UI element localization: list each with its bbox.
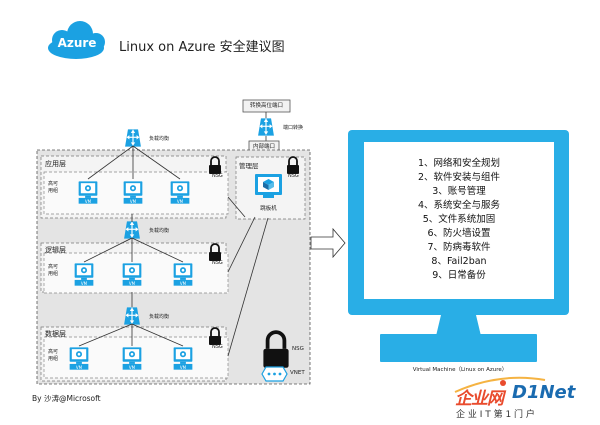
- checklist-item: 9、日常备份: [432, 270, 486, 281]
- azure-logo-icon: [48, 21, 105, 59]
- logic-nsg-label: NSG: [212, 260, 223, 266]
- app-lb-icon: [124, 128, 142, 148]
- lb-label: 负载均衡: [149, 136, 170, 142]
- management-tier-label: 管理层: [239, 162, 259, 170]
- monitor-icon: [348, 130, 569, 362]
- vm-label: VM: [80, 281, 88, 286]
- checklist-item: 7、防病毒软件: [427, 242, 491, 253]
- jumpbox-icon: [255, 174, 282, 198]
- watermark-brand-cn: 企业网: [455, 389, 504, 409]
- arrow-icon: [310, 227, 346, 259]
- internal-port-label: 内部端口: [252, 144, 275, 150]
- bottom-nsg-label: NSG: [292, 346, 304, 352]
- data-tier-label: 数据层: [45, 330, 66, 338]
- logic-ha-label: 高可用组: [48, 264, 59, 277]
- app-nsg-label: NSG: [212, 173, 223, 179]
- lb-label: 负载均衡: [149, 228, 170, 234]
- port-convert-label: 端口转换: [283, 125, 304, 131]
- vnet-label: VNET: [290, 370, 305, 376]
- checklist-item: 4、系统安全与服务: [417, 200, 501, 211]
- vm-label: VM: [84, 199, 92, 204]
- azure-logo-text: Azure: [57, 36, 97, 50]
- checklist-item: 3、账号管理: [432, 186, 486, 197]
- author-credit: By 沙涛@Microsoft: [32, 394, 101, 403]
- logic-tier-label: 逻辑层: [45, 246, 66, 254]
- vm-label: VM: [128, 365, 136, 370]
- watermark-brand-en: D1Net: [512, 382, 576, 403]
- app-tier-label: 应用层: [45, 160, 66, 168]
- monitor-caption: Virtual Machine（Linux on Azure）: [412, 367, 508, 373]
- checklist-item: 8、Fail2ban: [431, 256, 487, 267]
- vm-label: VM: [179, 281, 187, 286]
- high-port-box: [242, 99, 291, 113]
- management-nsg-label: NSG: [288, 173, 299, 179]
- vm-label: VM: [75, 365, 83, 370]
- vm-label: VM: [176, 199, 184, 204]
- vm-label: VM: [179, 365, 187, 370]
- app-ha-label: 高可用组: [48, 181, 59, 194]
- watermark-logo: [454, 376, 546, 393]
- checklist-item: 5、文件系统加固: [422, 214, 496, 225]
- port-convert-lb-icon: [257, 117, 275, 137]
- vm-label: VM: [128, 281, 136, 286]
- lb-label: 负载均衡: [149, 314, 170, 320]
- data-ha-label: 高可用组: [48, 349, 59, 362]
- watermark-slogan: 企 业 I T 第 1 门 户: [456, 410, 535, 420]
- vnet-icon: [261, 366, 288, 382]
- data-nsg-label: NSG: [212, 344, 223, 350]
- checklist-item: 6、防火墙设置: [427, 228, 491, 239]
- page-title: Linux on Azure 安全建议图: [119, 40, 285, 55]
- security-checklist: 1、网络和安全规划 2、软件安装与组件 3、账号管理 4、系统安全与服务 5、文…: [364, 157, 554, 283]
- checklist-item: 1、网络和安全规划: [417, 158, 501, 169]
- checklist-item: 2、软件安装与组件: [417, 172, 501, 183]
- jumpbox-label: 跳板机: [260, 206, 277, 212]
- high-port-label: 转换高位端口: [249, 103, 283, 109]
- vm-label: VM: [129, 199, 137, 204]
